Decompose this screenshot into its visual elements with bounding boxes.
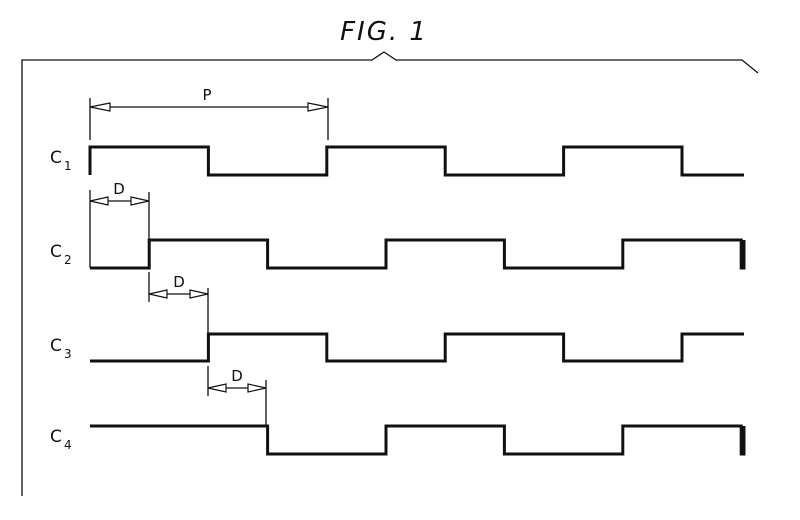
waveform-c1 xyxy=(88,145,744,177)
svg-text:C: C xyxy=(50,148,62,168)
svg-text:2: 2 xyxy=(64,253,72,267)
delay-label: D xyxy=(231,367,243,385)
svg-text:C: C xyxy=(50,242,62,262)
signal-label-c2: C 2 xyxy=(50,242,72,267)
signal-label-c1: C 1 xyxy=(50,148,72,173)
delay-label: D xyxy=(173,273,185,291)
waveform-c2 xyxy=(90,238,746,270)
svg-text:3: 3 xyxy=(64,347,72,361)
delay-dimension-1: D xyxy=(89,180,150,268)
delay-dimension-3: D xyxy=(207,366,267,426)
signal-label-c4: C 4 xyxy=(50,427,72,452)
figure-title: FIG. 1 xyxy=(340,17,428,47)
delay-dimension-2: D xyxy=(148,272,209,334)
figure-frame xyxy=(21,51,759,496)
period-dimension: P xyxy=(89,86,329,140)
waveform-c4 xyxy=(90,424,746,456)
waveform-c3 xyxy=(90,332,744,363)
svg-text:1: 1 xyxy=(64,159,72,173)
svg-text:C: C xyxy=(50,427,62,447)
period-label: P xyxy=(202,86,211,104)
delay-label: D xyxy=(113,180,125,198)
svg-text:4: 4 xyxy=(64,438,72,452)
signal-label-c3: C 3 xyxy=(50,336,72,361)
svg-text:C: C xyxy=(50,336,62,356)
